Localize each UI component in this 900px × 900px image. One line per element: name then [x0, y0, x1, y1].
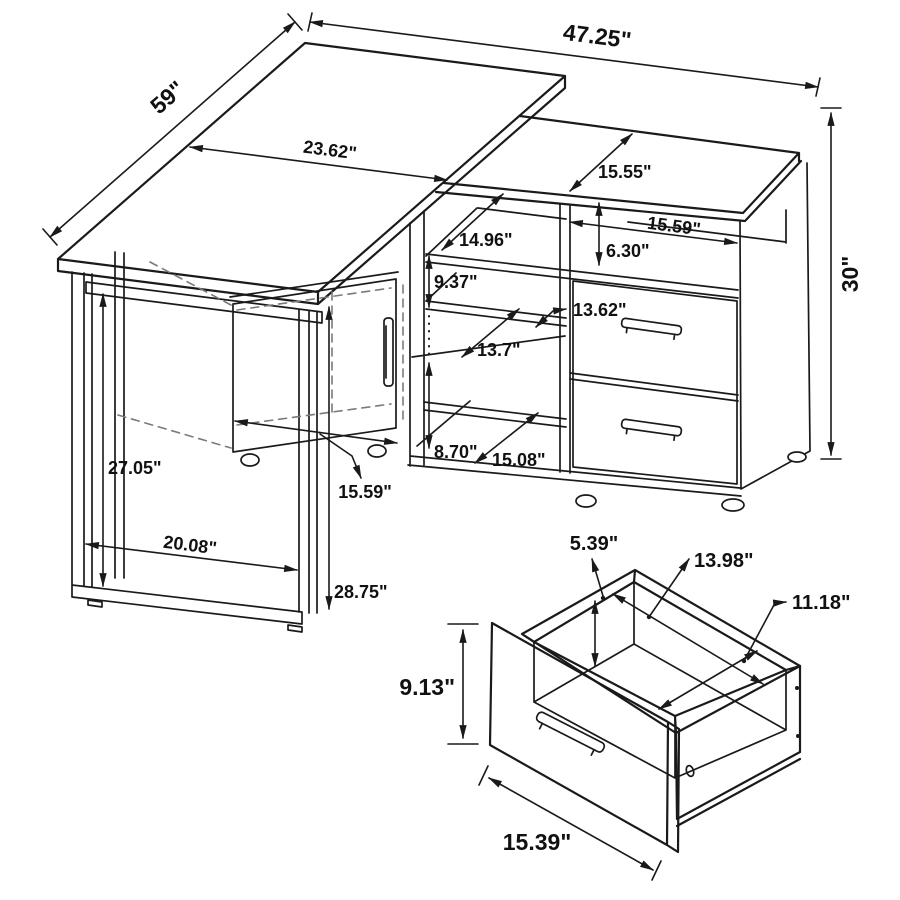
dim-underdesk-height: 28.75" [325, 305, 388, 611]
dim-leg-inner-height: 27.05" [99, 292, 162, 588]
dim-top-cubby-height-label: 6.30" [606, 241, 650, 261]
dim-left-cubby-depth-label: 14.96" [459, 230, 513, 250]
dim-lower-opening-height-label: 8.70" [434, 442, 478, 462]
dim-drawer-inner-width-label: 11.18" [792, 592, 850, 614]
dim-left-cubby-depth: 14.96" [441, 193, 513, 251]
dim-return-height-label: 30" [837, 256, 863, 293]
dim-desk-depth-label: 59" [145, 75, 190, 119]
drawer-screw-holes [685, 686, 800, 778]
return-cabinet-top [434, 114, 803, 223]
dim-lower-shelf-depth-label: 15.08" [492, 450, 546, 470]
middle-posts [298, 309, 318, 614]
main-desk-drawing: 47.25" 59" 23.62" 15.55" 14.96" 15.59" 6… [42, 12, 863, 633]
dim-underdesk-height-label: 28.75" [334, 582, 388, 602]
dim-lower-shelf-depth: 15.08" [474, 412, 546, 470]
dim-lower-opening-height: 8.70" [425, 361, 478, 462]
dim-door-width-label: 15.59" [338, 482, 392, 502]
dim-shelf-width: 13.62" [535, 300, 627, 328]
desk-apron [85, 281, 323, 324]
dim-door-width: 15.59" [233, 419, 399, 502]
sled-leg [71, 251, 303, 633]
dim-return-height: 30" [820, 107, 863, 460]
dim-shelf-depth-label: 13.7" [477, 340, 521, 360]
dim-drawer-front-height-label: 9.13" [399, 674, 455, 700]
door-handle [383, 317, 394, 387]
drawer-box-interior [533, 581, 787, 779]
drawer-fronts [569, 280, 739, 485]
dim-drawer-front-height: 9.13" [399, 623, 479, 745]
drawer-front-panel [488, 621, 681, 854]
dim-leg-inner-height-label: 27.05" [108, 458, 162, 478]
dim-upper-opening-height-label: 9.37" [434, 272, 478, 292]
dim-drawer-front-width: 15.39" [478, 765, 662, 881]
dim-worktop-depth: 23.62" [188, 137, 449, 182]
dim-shelf-depth: 13.7" [461, 308, 521, 360]
dim-top-cubby-height: 6.30" [595, 201, 650, 267]
dim-worktop-depth-label: 23.62" [302, 137, 358, 164]
dim-leg-inner-width: 20.08" [84, 532, 299, 573]
dim-return-top-depth: 15.55" [569, 133, 652, 192]
dim-drawer-front-width-label: 15.39" [503, 829, 571, 855]
desktop [56, 41, 567, 306]
hidden-interior-lines [117, 261, 404, 449]
dim-drawer-inner-width: 11.18" [658, 592, 850, 710]
dim-desk-width-label: 47.25" [562, 19, 633, 53]
lower-drawer-handle [620, 418, 683, 442]
dim-drawer-inner-depth: 5.39" [570, 533, 618, 668]
drawer-box-right-face [674, 664, 802, 828]
upper-drawer-handle [620, 317, 683, 341]
door-cabinet-feet [240, 444, 387, 467]
dim-shelf-width-label: 13.62" [573, 300, 627, 320]
dim-desk-depth: 59" [42, 13, 303, 246]
cabinet-feet [575, 451, 807, 512]
dim-upper-opening-height: 9.37" [425, 254, 478, 357]
dim-drawer-inner-depth-label: 5.39" [570, 533, 618, 555]
drawer-detail-drawing: 9.13" 15.39" 5.39" 13.98" 11.18" [399, 533, 850, 881]
dim-drawer-inner-length-label: 13.98" [694, 550, 754, 572]
dim-return-top-depth-label: 15.55" [598, 162, 652, 182]
return-cabinet-body [407, 162, 811, 497]
drawer-detail-handle [535, 711, 606, 756]
